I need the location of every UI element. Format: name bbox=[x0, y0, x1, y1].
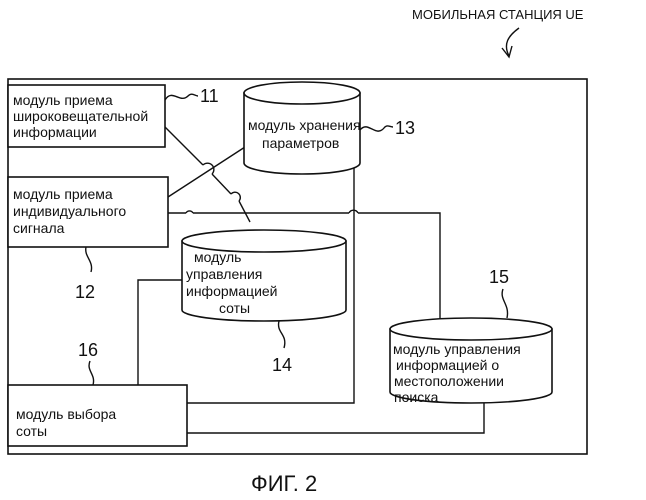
individual-receiver-leader bbox=[86, 247, 92, 272]
broadcast-receiver-leader bbox=[165, 94, 198, 100]
line-14-to-16 bbox=[138, 280, 182, 385]
station-label: МОБИЛЬНАЯ СТАНЦИЯ UE bbox=[412, 7, 584, 22]
cell-selector-leader bbox=[89, 361, 94, 385]
hop-12-15-a bbox=[186, 211, 193, 213]
broadcast-receiver-ref: 11 bbox=[200, 86, 219, 106]
station-pointer-arrow bbox=[506, 28, 519, 56]
line-11-to-14-lower bbox=[212, 174, 231, 194]
line-12-to-13 bbox=[168, 147, 245, 197]
parameter-storage-ref: 13 bbox=[395, 118, 415, 138]
search-location-manager-ref: 15 bbox=[489, 267, 509, 287]
cell-info-manager-leader bbox=[279, 321, 285, 348]
line-11-to-14-end bbox=[239, 201, 250, 222]
parameter-storage-leader bbox=[360, 126, 393, 131]
cell-selector-ref: 16 bbox=[78, 340, 98, 360]
figure-caption: ФИГ. 2 bbox=[251, 471, 317, 496]
search-location-manager-leader bbox=[502, 289, 507, 318]
line-11-to-14 bbox=[165, 127, 203, 165]
hop-11-14-b bbox=[231, 192, 240, 201]
cell-info-manager-ref: 14 bbox=[272, 355, 292, 375]
individual-receiver-ref: 12 bbox=[75, 282, 95, 302]
